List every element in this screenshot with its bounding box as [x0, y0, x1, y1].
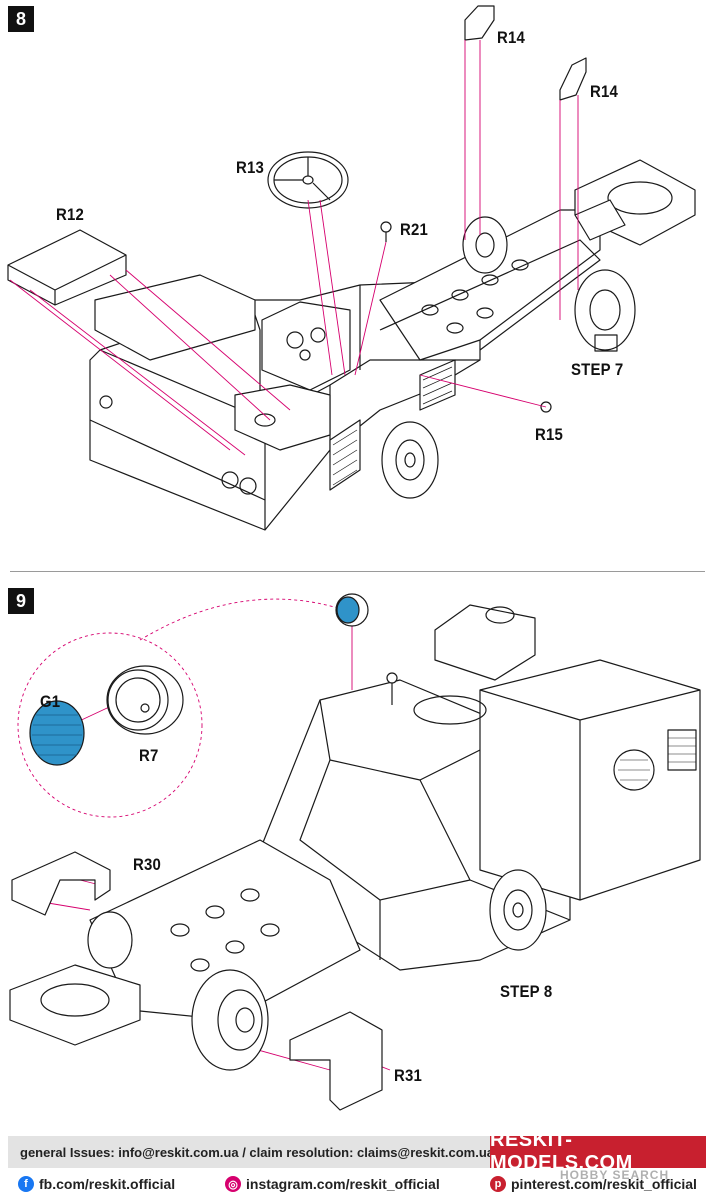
- label-r15: R15: [535, 425, 563, 444]
- part-r30-mudguard: [12, 852, 110, 915]
- instagram-icon: ◎: [225, 1176, 241, 1192]
- label-step-8: STEP 8: [500, 982, 553, 1001]
- contact-text: general Issues: info@reskit.com.ua / cla…: [20, 1144, 495, 1160]
- part-r7-housing: [107, 666, 183, 734]
- part-r21-lever: [381, 222, 391, 242]
- part-g1-lens: [30, 701, 84, 765]
- headlight-installed: [336, 594, 368, 626]
- step-8-drawing: [0, 0, 715, 560]
- pinterest-link[interactable]: p pinterest.com/reskit_official: [490, 1176, 697, 1192]
- label-r13: R13: [236, 158, 264, 177]
- step8-leader-lines: [10, 40, 578, 455]
- section-divider: [10, 571, 705, 572]
- label-step-7: STEP 7: [571, 360, 624, 379]
- instagram-link[interactable]: ◎ instagram.com/reskit_official: [225, 1176, 440, 1192]
- part-r14-mudguard-a: [465, 6, 494, 40]
- chassis-frame-step9: [10, 840, 360, 1070]
- label-r21: R21: [400, 220, 428, 239]
- part-r31-mudguard: [290, 1012, 382, 1110]
- pinterest-text: pinterest.com/reskit_official: [511, 1176, 697, 1192]
- facebook-text: fb.com/reskit.official: [39, 1176, 176, 1192]
- instagram-text: instagram.com/reskit_official: [246, 1176, 440, 1192]
- part-r13-steering-wheel: [268, 152, 348, 208]
- label-r14-a: R14: [497, 28, 525, 47]
- label-r14-b: R14: [590, 82, 618, 101]
- footer: general Issues: info@reskit.com.ua / cla…: [0, 1129, 715, 1200]
- label-r12: R12: [56, 205, 84, 224]
- contact-bar: general Issues: info@reskit.com.ua / cla…: [8, 1136, 494, 1168]
- step-9-badge: 9: [8, 588, 34, 614]
- label-r31: R31: [394, 1066, 422, 1085]
- facebook-icon: f: [18, 1176, 34, 1192]
- step-8-badge: 8: [8, 6, 34, 32]
- watermark-text: HOBBY SEARCH: [560, 1168, 670, 1182]
- part-r12-seat: [8, 230, 126, 305]
- part-r14-mudguard-b: [560, 58, 586, 100]
- step-9-drawing: [0, 580, 715, 1130]
- chassis-frame-step8: [380, 160, 695, 360]
- brand-website-link[interactable]: RESKIT-MODELS.COM: [490, 1129, 706, 1174]
- facebook-link[interactable]: f fb.com/reskit.official: [18, 1176, 175, 1192]
- label-g1: G1: [40, 692, 61, 711]
- label-r30: R30: [133, 855, 161, 874]
- pinterest-icon: p: [490, 1176, 506, 1192]
- label-r7: R7: [139, 746, 159, 765]
